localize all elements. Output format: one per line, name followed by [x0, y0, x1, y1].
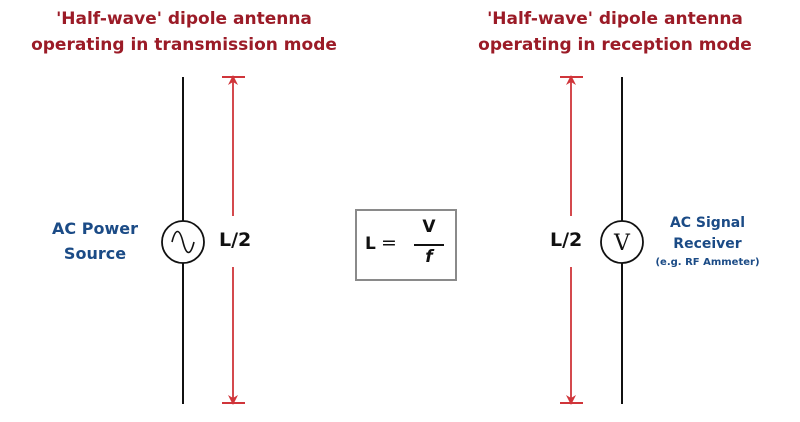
transmit-title-line2: operating in transmission mode — [31, 35, 337, 55]
source-label-line2: Source — [63, 244, 127, 263]
formula-lhs: L — [365, 234, 376, 254]
formula-denominator: f — [425, 247, 433, 267]
meter-letter: V — [613, 231, 631, 256]
receive-title-line2: operating in reception mode — [478, 35, 752, 55]
receive-length-label: L/2 — [550, 229, 583, 251]
receive-title-line1: 'Half-wave' dipole antenna — [487, 9, 743, 29]
formula-numerator: V — [422, 217, 436, 237]
transmit-length-label: L/2 — [219, 229, 252, 251]
receiver-meter-symbol — [600, 220, 644, 264]
fraction-bar — [414, 244, 444, 246]
transmit-title: 'Half-wave' dipole antenna operating in … — [4, 6, 364, 58]
transmit-title-line1: 'Half-wave' dipole antenna — [56, 9, 312, 29]
formula-equals: = — [381, 232, 397, 254]
receiver-label-line2: Receiver — [673, 236, 742, 252]
receive-title: 'Half-wave' dipole antenna operating in … — [435, 6, 795, 58]
voltmeter-icon: V — [600, 220, 644, 264]
receiver-label-line1: AC Signal — [669, 215, 746, 231]
ac-signal-receiver-label: AC Signal Receiver (e.g. RF Ammeter) — [640, 213, 775, 271]
receiver-note: (e.g. RF Ammeter) — [655, 257, 760, 268]
source-label-line1: AC Power — [52, 219, 138, 238]
sine-wave-icon — [161, 220, 205, 264]
wavelength-formula-box: L = V f — [355, 209, 457, 281]
ac-power-source-label: AC Power Source — [40, 216, 150, 266]
sine-wave-glyph — [171, 230, 195, 254]
